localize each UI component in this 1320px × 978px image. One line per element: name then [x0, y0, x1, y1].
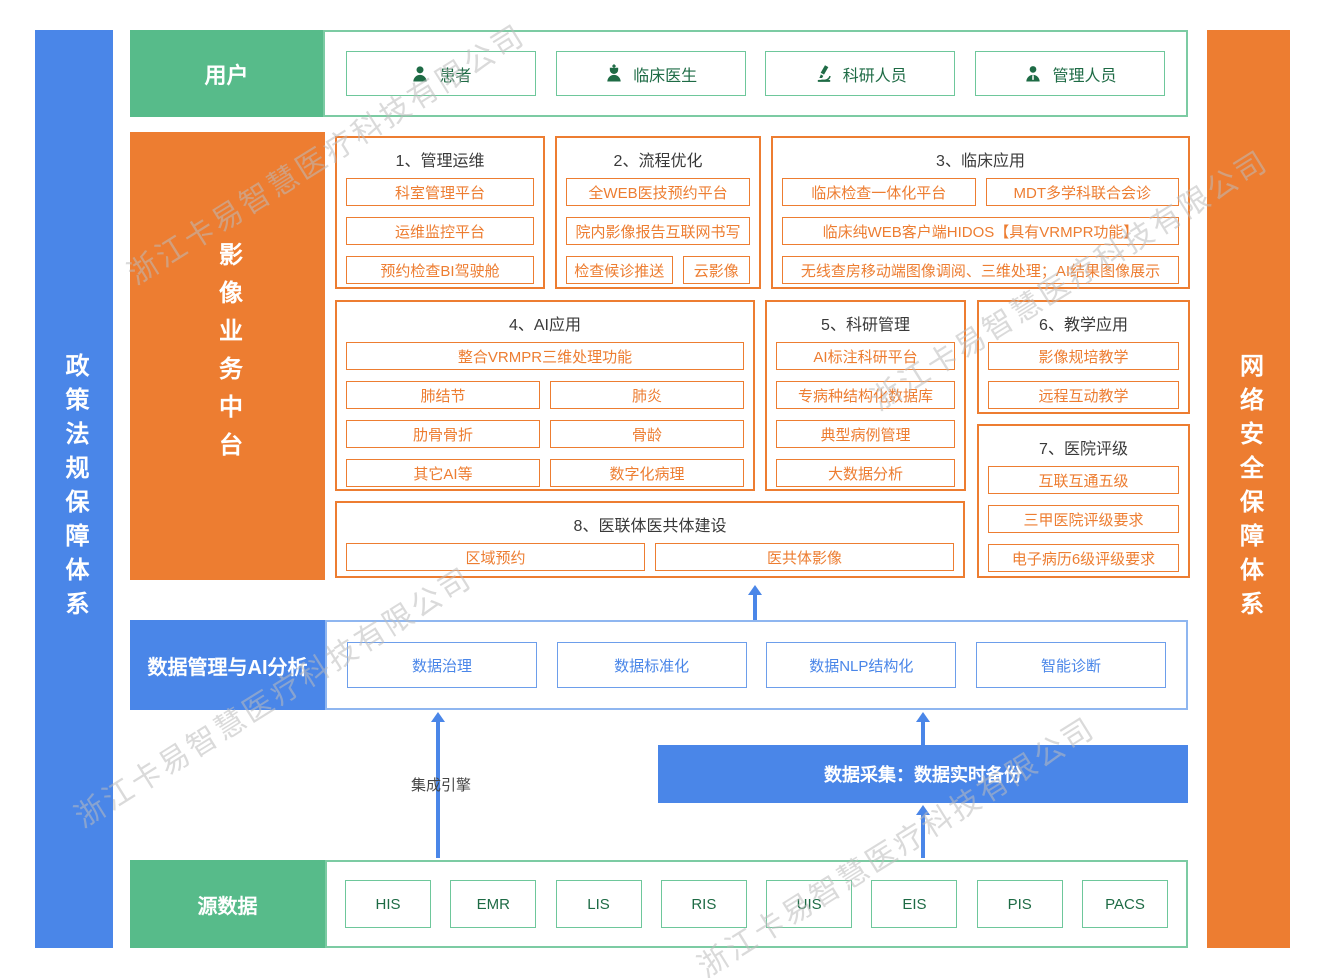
- user-box-clinician-label: 临床医生: [633, 67, 698, 85]
- item-ops-monitoring-platform: 运维监控平台: [346, 217, 534, 245]
- source-box-pacs: PACS: [1081, 880, 1168, 928]
- item-rib-fracture: 肋骨骨折: [346, 420, 540, 448]
- imaging-platform-label-block: 影像业务中台: [130, 132, 325, 580]
- policy-regulation-sidebar-label: 政策法规保障体系: [61, 353, 88, 625]
- item-pneumonia: 肺炎: [550, 381, 744, 409]
- source-box-lis: LIS: [555, 880, 642, 928]
- box-data-standardization: 数据标准化: [556, 642, 747, 688]
- item-tertiary-hospital-rating: 三甲医院评级要求: [988, 505, 1179, 533]
- section-teaching-application-title: 6、教学应用: [1039, 317, 1128, 334]
- user-box-researcher-label: 科研人员: [842, 67, 907, 85]
- user-box-admin-label: 管理人员: [1052, 67, 1117, 85]
- data-mgmt-row-container: 数据治理 数据标准化 数据NLP结构化 智能诊断: [325, 620, 1188, 710]
- user-box-clinician: 临床医生: [555, 51, 746, 96]
- item-dept-mgmt-platform: 科室管理平台: [346, 178, 534, 206]
- item-vrmpr-3d: 整合VRMPR三维处理功能: [346, 342, 744, 370]
- item-waiting-push: 检查候诊推送: [566, 256, 673, 284]
- item-community-imaging: 医共体影像: [655, 543, 954, 571]
- box-intelligent-diagnosis: 智能诊断: [975, 642, 1166, 688]
- source-row-label: 源数据: [130, 860, 325, 948]
- section-research-management: 5、科研管理 AI标注科研平台 专病种结构化数据库 典型病例管理 大数据分析: [765, 300, 966, 491]
- arrow-collection-to-mgmt: [916, 712, 930, 745]
- integration-engine-label: 集成引擎: [410, 777, 472, 794]
- data-mgmt-row-label: 数据管理与AI分析: [130, 620, 325, 710]
- network-security-sidebar: 网络安全保障体系: [1207, 30, 1290, 948]
- item-disease-database: 专病种结构化数据库: [776, 381, 955, 409]
- section-teaching-application: 6、教学应用 影像规培教学 远程互动教学: [977, 300, 1190, 414]
- item-report-internet-writing: 院内影像报告互联网书写: [566, 217, 750, 245]
- imaging-platform-label: 影像业务中台: [214, 242, 242, 470]
- source-box-eis: EIS: [871, 880, 958, 928]
- item-bone-age: 骨龄: [550, 420, 744, 448]
- section-clinical-application: 3、临床应用 临床检查一体化平台 MDT多学科联合会诊 临床纯WEB客户端HID…: [771, 136, 1190, 289]
- arrow-source-to-collection: [916, 805, 930, 858]
- item-mobile-ward-round: 无线查房移动端图像调阅、三维处理；AI结果图像展示: [782, 256, 1179, 284]
- source-box-emr: EMR: [450, 880, 537, 928]
- section-process-optimization: 2、流程优化 全WEB医技预约平台 院内影像报告互联网书写 检查候诊推送 云影像: [555, 136, 761, 289]
- microscope-icon: [814, 64, 834, 84]
- admin-icon: [1023, 64, 1043, 84]
- item-remote-interactive-teaching: 远程互动教学: [988, 381, 1179, 409]
- arrow-integration-engine: [431, 712, 445, 858]
- section-medical-alliance: 8、医联体医共体建设 区域预约 医共体影像: [335, 501, 965, 578]
- box-data-nlp: 数据NLP结构化: [766, 642, 957, 688]
- source-row-container: HIS EMR LIS RIS UIS EIS PIS PACS: [325, 860, 1188, 948]
- source-box-his: HIS: [345, 880, 431, 928]
- source-box-ris: RIS: [660, 880, 747, 928]
- item-ai-annotation-platform: AI标注科研平台: [776, 342, 955, 370]
- section-hospital-rating-title: 7、医院评级: [1039, 441, 1128, 458]
- item-web-client-hidos: 临床纯WEB客户端HIDOS【具有VRMPR功能】: [782, 217, 1179, 245]
- item-big-data-analysis: 大数据分析: [776, 459, 955, 487]
- user-box-patient: 患者: [346, 51, 536, 96]
- section-hospital-rating: 7、医院评级 互联互通五级 三甲医院评级要求 电子病历6级评级要求: [977, 424, 1190, 578]
- item-clinical-exam-platform: 临床检查一体化平台: [782, 178, 976, 206]
- section-research-management-title: 5、科研管理: [821, 317, 910, 334]
- user-box-admin: 管理人员: [974, 51, 1165, 96]
- section-ai-application: 4、AI应用 整合VRMPR三维处理功能 肺结节 肺炎 肋骨骨折 骨龄 其它AI…: [335, 300, 755, 491]
- item-bi-cockpit: 预约检查BI驾驶舱: [346, 256, 534, 284]
- item-lung-nodule: 肺结节: [346, 381, 540, 409]
- section-process-optimization-title: 2、流程优化: [613, 153, 703, 170]
- item-cloud-imaging: 云影像: [682, 256, 750, 284]
- users-row-container: 患者 临床医生 科研人员 管理人员: [323, 30, 1188, 117]
- source-box-pis: PIS: [976, 880, 1063, 928]
- item-typical-case-mgmt: 典型病例管理: [776, 420, 955, 448]
- section-management-ops: 1、管理运维 科室管理平台 运维监控平台 预约检查BI驾驶舱: [335, 136, 545, 289]
- users-row-label: 用户: [130, 30, 323, 117]
- patient-icon: [410, 64, 430, 84]
- user-box-patient-label: 患者: [439, 67, 472, 85]
- arrow-up-to-platform: [748, 585, 762, 620]
- section-clinical-application-title: 3、临床应用: [936, 153, 1025, 170]
- network-security-sidebar-label: 网络安全保障体系: [1235, 353, 1263, 625]
- section-medical-alliance-title: 8、医联体医共体建设: [573, 518, 727, 535]
- source-box-uis: UIS: [766, 880, 853, 928]
- item-other-ai: 其它AI等: [346, 459, 540, 487]
- item-web-booking-platform: 全WEB医技预约平台: [566, 178, 750, 206]
- item-regional-booking: 区域预约: [346, 543, 645, 571]
- item-digital-pathology: 数字化病理: [550, 459, 744, 487]
- item-mdt-consultation: MDT多学科联合会诊: [985, 178, 1179, 206]
- item-emr-level6-rating: 电子病历6级评级要求: [988, 544, 1179, 572]
- data-collection-bar: 数据采集：数据实时备份: [658, 745, 1188, 803]
- doctor-icon: [604, 63, 624, 84]
- policy-regulation-sidebar: 政策法规保障体系: [35, 30, 113, 948]
- section-ai-application-title: 4、AI应用: [508, 317, 582, 334]
- item-imaging-training: 影像规培教学: [988, 342, 1179, 370]
- user-box-researcher: 科研人员: [765, 51, 956, 96]
- section-management-ops-title: 1、管理运维: [395, 153, 485, 170]
- box-data-governance: 数据治理: [347, 642, 537, 688]
- item-interconnect-level5: 互联互通五级: [988, 466, 1179, 494]
